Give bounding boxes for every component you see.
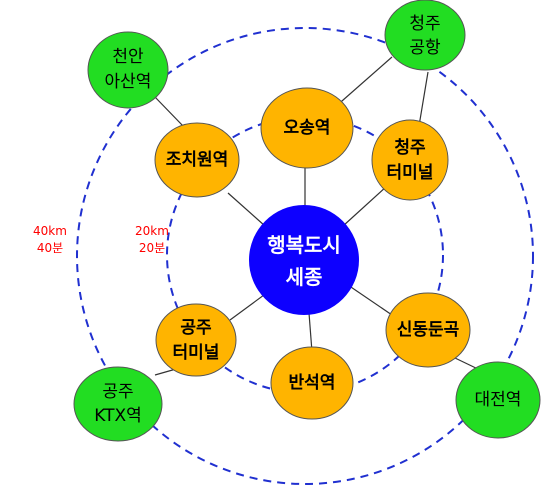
connector-center-jochiwon	[227, 192, 266, 227]
outer-node-daejeon: 대전역	[455, 361, 541, 439]
connector-center-cheongju-terminal	[342, 185, 388, 227]
inner-node-cheongju-terminal: 청주 터미널	[371, 119, 449, 201]
daejeon-label: 대전역	[475, 390, 522, 410]
inner-node-sindong: 신동둔곡	[385, 292, 471, 368]
cheonan-label-line2: 아산역	[105, 72, 152, 92]
outer-node-gongju-ktx: 공주 KTX역	[73, 366, 163, 442]
outer-ring-label-line1: 40km	[33, 224, 67, 238]
center-node-label-line2: 세종	[286, 265, 323, 289]
gongju-terminal-label-line2: 터미널	[173, 343, 220, 363]
inner-node-gongju-terminal: 공주 터미널	[155, 303, 237, 377]
inner-ring-label-line2: 20분	[139, 241, 165, 255]
cheongju-terminal-label-line1: 청주	[394, 137, 426, 158]
gongju-ktx-label-line1: 공주	[102, 382, 133, 402]
outer-ring-label-line2: 40분	[37, 241, 63, 255]
cheongju-terminal-label-line2: 터미널	[387, 163, 434, 183]
gongju-ktx-label-line2: KTX역	[94, 406, 142, 426]
outer-node-cheonan: 천안 아산역	[87, 31, 169, 109]
osong-label: 오송역	[284, 118, 331, 138]
sindong-label: 신동둔곡	[397, 320, 460, 340]
connector-center-sindong	[344, 282, 393, 316]
gongju-terminal-label-line1: 공주	[180, 318, 212, 338]
jochiwon-label: 조치원역	[166, 150, 229, 170]
banseok-label: 반석역	[289, 373, 336, 393]
connector-jochiwon-cheonan	[153, 95, 186, 129]
connector-gongju-terminal-ktx	[154, 368, 177, 376]
center-node-label-line1: 행복도시	[267, 233, 341, 257]
cheongju-airport-label-line1: 청주	[409, 14, 440, 34]
connector-osong-cheongju-airport	[333, 56, 393, 109]
outer-node-cheongju-airport: 청주 공항	[384, 0, 466, 71]
outer-ring-40km	[76, 27, 534, 485]
center-node-sejong: 행복도시 세종	[249, 205, 359, 315]
inner-node-osong: 오송역	[260, 87, 354, 169]
inner-node-banseok: 반석역	[270, 346, 354, 420]
inner-ring-label-line1: 20km	[135, 224, 169, 238]
cheonan-label-line1: 천안	[112, 47, 144, 67]
inner-node-jochiwon: 조치원역	[154, 122, 240, 198]
cheongju-airport-label-line2: 공항	[409, 38, 441, 58]
connector-center-gongju-terminal	[229, 291, 269, 321]
